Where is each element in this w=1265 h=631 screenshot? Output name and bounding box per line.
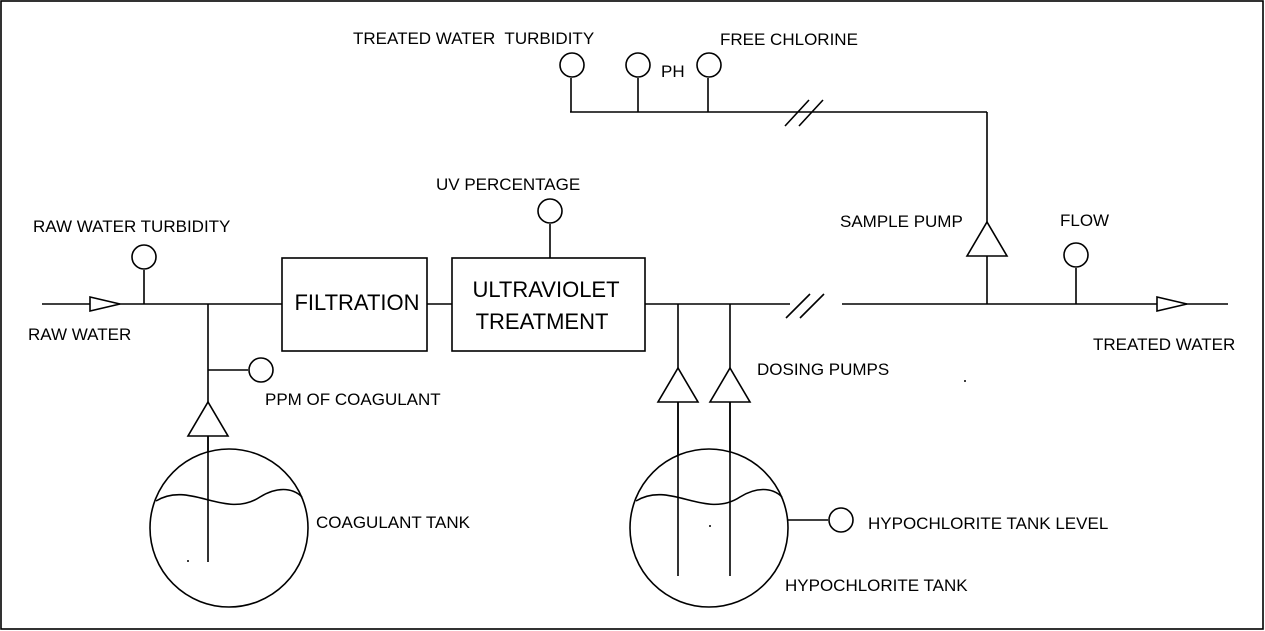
main-line-break-mark-2 (799, 293, 825, 319)
uv-treatment-block (451, 257, 646, 352)
ph-label: PH (661, 62, 685, 81)
dosing-pump-1-icon (656, 366, 700, 403)
treated-water-turbidity-instrument (559, 52, 585, 78)
dosing-pump-2-icon (708, 366, 752, 403)
raw-water-arrow-icon (89, 295, 121, 313)
flow-label: FLOW (1060, 211, 1109, 230)
hypochlorite-tank-level-label: HYPOCHLORITE TANK LEVEL (868, 514, 1108, 533)
treated-water-turbidity-label: TREATED WATER TURBIDITY (353, 29, 594, 48)
dosing-pumps-label: DOSING PUMPS (757, 360, 889, 379)
uv-percentage-label: UV PERCENTAGE (436, 175, 580, 194)
raw-water-turbidity-label: RAW WATER TURBIDITY (33, 217, 230, 236)
ppm-of-coagulant-label: PPM OF COAGULANT (265, 390, 441, 409)
stray-dot-1 (187, 560, 189, 562)
hypochlorite-tank (629, 448, 789, 608)
coagulant-pump-icon (186, 400, 230, 437)
treated-water-arrow-icon (1156, 295, 1188, 313)
filtration-block (281, 257, 428, 352)
sample-pump-label: SAMPLE PUMP (840, 212, 963, 231)
free-chlorine-instrument (696, 52, 722, 78)
filtration-label: FILTRATION (294, 290, 419, 315)
coagulant-tank (149, 448, 309, 608)
raw-water-label: RAW WATER (28, 325, 131, 344)
flow-instrument (1063, 242, 1089, 268)
treated-water-label: TREATED WATER (1093, 335, 1235, 354)
coagulant-tank-label: COAGULANT TANK (316, 513, 471, 532)
sample-line-break-mark-1 (784, 99, 810, 127)
sample-pump-icon (965, 220, 1009, 257)
coagulant-tank-level-wave (155, 488, 303, 506)
uv-treatment-label-line2: TREATMENT (476, 309, 609, 334)
hypochlorite-tank-level-instrument (828, 507, 854, 533)
free-chlorine-label: FREE CHLORINE (720, 30, 858, 49)
hypochlorite-tank-level-wave (635, 488, 783, 506)
hypochlorite-tank-label: HYPOCHLORITE TANK (785, 576, 968, 595)
ph-instrument (625, 52, 651, 78)
raw-water-turbidity-instrument (131, 244, 157, 270)
stray-dot-2 (709, 525, 711, 527)
uv-percentage-instrument (537, 198, 563, 224)
main-line-break-mark-1 (785, 293, 811, 319)
stray-dot-3 (964, 380, 966, 382)
ppm-coagulant-instrument (248, 357, 274, 383)
sample-line-break-mark-2 (798, 99, 824, 127)
uv-treatment-label-line1: ULTRAVIOLET (472, 277, 619, 302)
